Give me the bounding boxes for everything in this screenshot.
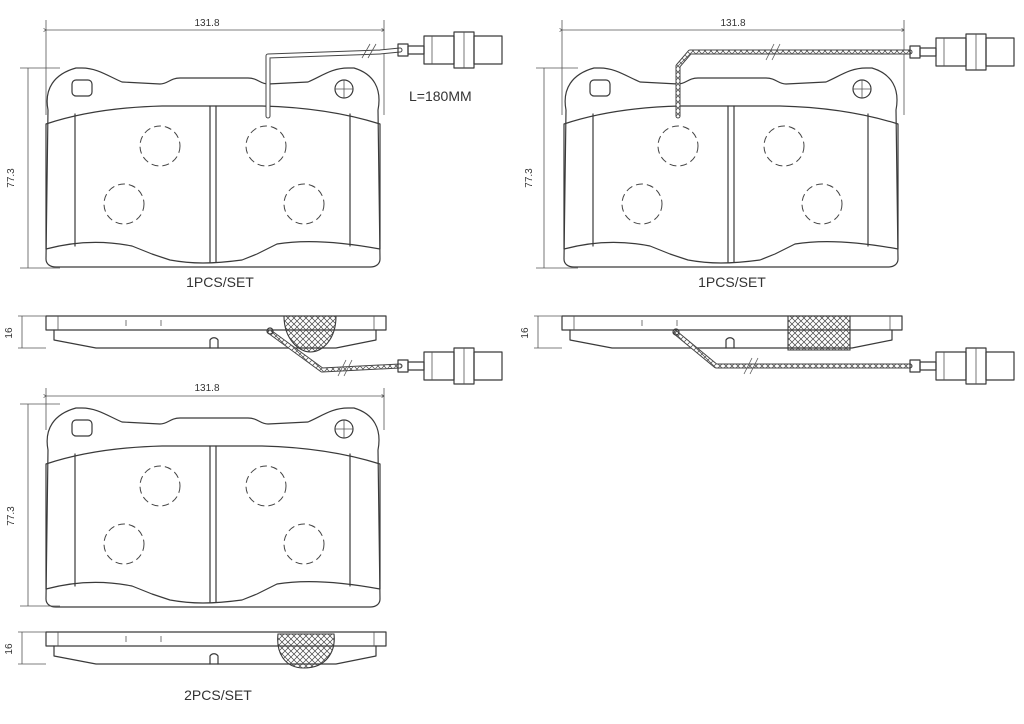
width-dimension-bottom: 131.8 [194,383,219,394]
side-profile-left: 16 [4,315,503,385]
side-profile-bottom: 16 2PCS/SET [4,631,387,703]
height-dimension-top-right: 77.3 [524,168,535,188]
set-label-bottom: 2PCS/SET [184,687,252,703]
height-dimension-bottom: 77.3 [6,506,17,526]
width-dimension-top-right: 131.8 [720,18,745,29]
wire-length-label: L=180MM [409,88,472,104]
height-dimension-top-left: 77.3 [6,168,17,188]
pad-top-right: 131.8 77.3 1PCS/SET [524,18,1015,290]
thickness-dimension-left: 16 [4,327,15,339]
side-profile-right: 16 [520,315,1015,385]
pad-top-left: 131.8 77.3 L=180MM 1PCS/SET [6,18,503,290]
pad-bottom: 131.8 77.3 [6,383,384,608]
set-label-top-right: 1PCS/SET [698,274,766,290]
set-label-top-left: 1PCS/SET [186,274,254,290]
width-dimension-top-left: 131.8 [194,18,219,29]
thickness-dimension-bottom: 16 [4,643,15,655]
thickness-dimension-right: 16 [520,327,531,339]
